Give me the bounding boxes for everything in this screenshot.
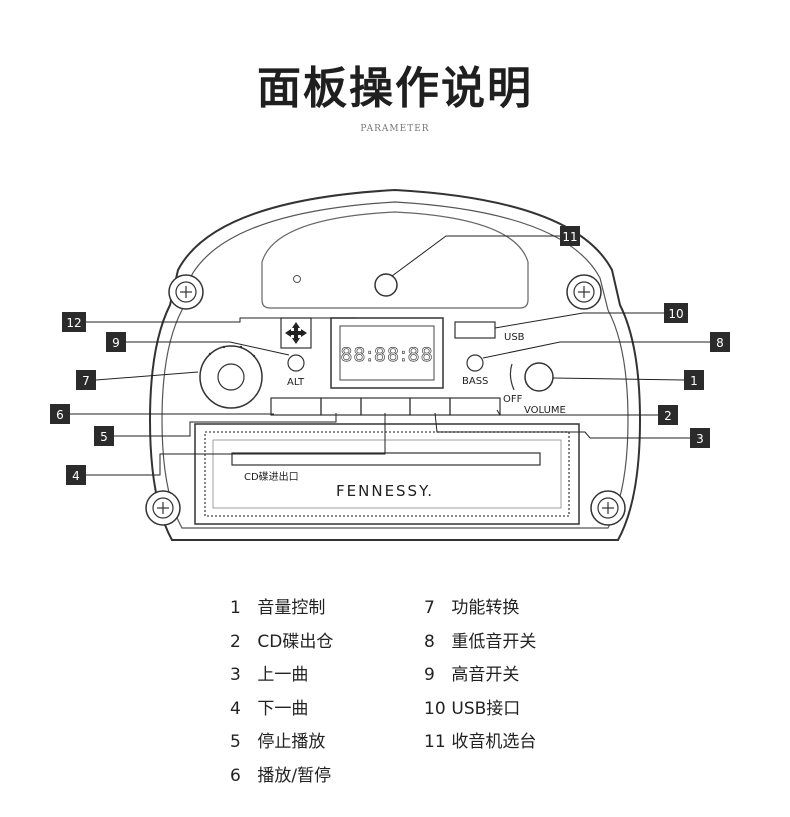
callout-6: 6: [50, 404, 70, 424]
display-screen: [339, 325, 435, 381]
cd-slot[interactable]: [231, 452, 541, 466]
display-frame: [330, 317, 444, 389]
callout-11: 11: [560, 226, 580, 246]
legend-item: 5 停止播放: [230, 732, 326, 752]
callout-5: 5: [94, 426, 114, 446]
display-digits: 88:88:88: [340, 344, 433, 366]
function-knob[interactable]: [217, 363, 245, 391]
legend-item: 8 重低音开关: [424, 631, 537, 652]
svg-text:12: 12: [66, 316, 81, 330]
screw-mount-bl: [145, 490, 181, 526]
callout-2: 2: [658, 405, 678, 425]
leader-lines: [70, 235, 710, 476]
svg-text:6: 6: [56, 408, 64, 422]
legend-item: 3 上一曲: [230, 665, 309, 685]
legend-item: 6 播放/暂停: [230, 765, 332, 786]
legend-item: 9 高音开关: [424, 665, 520, 685]
cd-panel-inner: [212, 439, 562, 509]
screw-mount-tl: [168, 274, 204, 310]
svg-text:5: 5: [100, 430, 108, 444]
volume-arc: [509, 363, 515, 391]
next-button[interactable]: [360, 397, 411, 416]
svg-text:8: 8: [716, 336, 724, 350]
top-window: [261, 211, 529, 309]
function-knob-ticks: [208, 345, 256, 358]
screw-mount-tr: [566, 274, 602, 310]
page-subtitle: PARAMETER: [360, 124, 430, 134]
callout-12: 12: [62, 312, 86, 332]
legend-item: 7 功能转换: [424, 598, 520, 618]
cd-slot-label: CD碟进出口: [244, 470, 299, 483]
legend-left: 1 音量控制 2 CD碟出仓 3 上一曲 4 下一曲 5 停止播放 6 播放/暂…: [230, 592, 333, 793]
callout-9: 9: [106, 332, 126, 352]
alt-label: ALT: [287, 377, 305, 388]
off-label: OFF: [503, 394, 523, 405]
button-row: [270, 397, 501, 416]
stop-button[interactable]: [320, 397, 362, 416]
legend-right: 7 功能转换 8 重低音开关 9 高音开关 10 USB接口 11 收音机选台: [424, 592, 536, 760]
legend-item: 1 音量控制: [230, 598, 326, 618]
dpad-icon: [280, 317, 312, 349]
function-knob-outer: [199, 345, 263, 409]
svg-text:1: 1: [690, 374, 698, 388]
callout-4: 4: [66, 465, 86, 485]
small-hole: [293, 275, 301, 283]
svg-text:11: 11: [562, 230, 577, 244]
callout-3: 3: [690, 428, 710, 448]
bass-label: BASS: [462, 376, 488, 387]
volume-label: VOLUME: [524, 405, 566, 416]
panel-outline-outer: [148, 188, 642, 541]
play-pause-button[interactable]: [270, 397, 322, 416]
previous-button[interactable]: [409, 397, 451, 416]
panel-outline-inner: [161, 201, 629, 529]
callout-10: 10: [664, 303, 688, 323]
callout-8: 8: [710, 332, 730, 352]
svg-text:4: 4: [72, 469, 80, 483]
usb-label: USB: [504, 332, 525, 343]
callout-1: 1: [684, 370, 704, 390]
svg-text:9: 9: [112, 336, 120, 350]
legend-item: 4 下一曲: [230, 698, 309, 719]
tuning-knob[interactable]: [374, 273, 398, 297]
cd-panel-ornament: [204, 431, 570, 517]
eject-button[interactable]: [449, 397, 501, 416]
legend-item: 2 CD碟出仓: [230, 631, 334, 652]
bass-button[interactable]: [466, 354, 484, 372]
callout-7: 7: [76, 370, 96, 390]
page-title: 面板操作说明: [257, 63, 533, 114]
screw-mount-br: [590, 490, 626, 526]
svg-text:10: 10: [668, 307, 683, 321]
volume-knob[interactable]: [524, 362, 554, 392]
cd-panel-frame: [194, 423, 580, 525]
legend-item: 10 USB接口: [424, 698, 521, 719]
svg-text:2: 2: [664, 409, 672, 423]
brand-logo: FENNESSY.: [336, 482, 434, 500]
legend-item: 11 收音机选台: [424, 732, 537, 752]
alt-button[interactable]: [287, 354, 305, 372]
svg-text:7: 7: [82, 374, 90, 388]
svg-text:3: 3: [696, 432, 704, 446]
usb-port[interactable]: [454, 321, 496, 339]
